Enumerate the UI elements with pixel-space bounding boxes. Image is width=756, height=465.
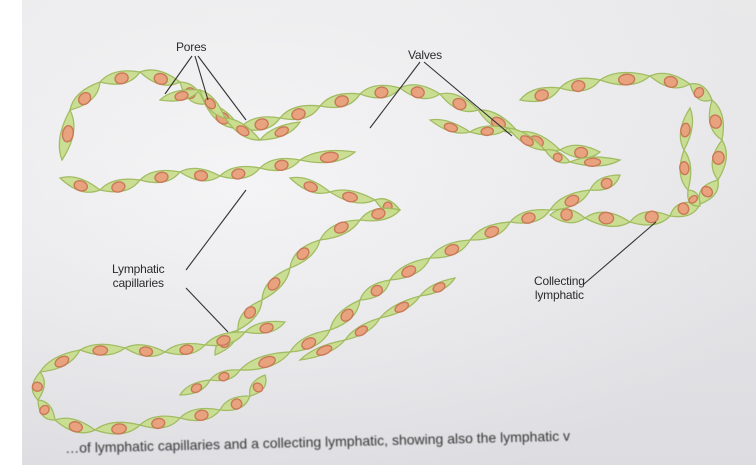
cell-nucleus bbox=[194, 170, 208, 181]
collecting-lymphatic-label: Collecting lymphatic bbox=[534, 274, 585, 302]
lymphatic-capillaries-label: Lymphatic capillaries bbox=[112, 262, 164, 290]
cell-nucleus bbox=[574, 147, 587, 158]
lymphatic-capillaries-line2: capillaries bbox=[112, 276, 164, 290]
pores-label-text: Pores bbox=[176, 40, 206, 54]
valves-label-text: Valves bbox=[408, 48, 442, 62]
cell-nucleus bbox=[481, 127, 494, 136]
leader-line bbox=[186, 288, 228, 332]
cell-nucleus bbox=[315, 344, 333, 358]
cell-nucleus bbox=[274, 125, 290, 138]
cell-nucleus bbox=[712, 151, 725, 165]
endothelial-cells bbox=[32, 70, 726, 435]
cell-nucleus bbox=[32, 382, 42, 392]
cell-nucleus bbox=[561, 208, 573, 220]
pores-label: Pores bbox=[176, 40, 206, 54]
cell-nucleus bbox=[599, 212, 614, 225]
leader-line bbox=[584, 222, 656, 284]
cell-nucleus bbox=[679, 161, 689, 175]
cell-nucleus bbox=[93, 346, 108, 356]
leader-line bbox=[186, 190, 246, 270]
collecting-lymphatic-line2: lymphatic bbox=[534, 288, 585, 302]
cell-nucleus bbox=[139, 346, 153, 356]
cell-nucleus bbox=[393, 300, 410, 314]
cell-nucleus bbox=[443, 122, 458, 134]
cell-nucleus bbox=[618, 74, 635, 86]
lymphatic-capillaries-line1: Lymphatic bbox=[112, 262, 164, 276]
cell-nucleus bbox=[584, 158, 600, 167]
collecting-lymphatic-line1: Collecting bbox=[534, 274, 585, 288]
valves-label: Valves bbox=[408, 48, 442, 62]
